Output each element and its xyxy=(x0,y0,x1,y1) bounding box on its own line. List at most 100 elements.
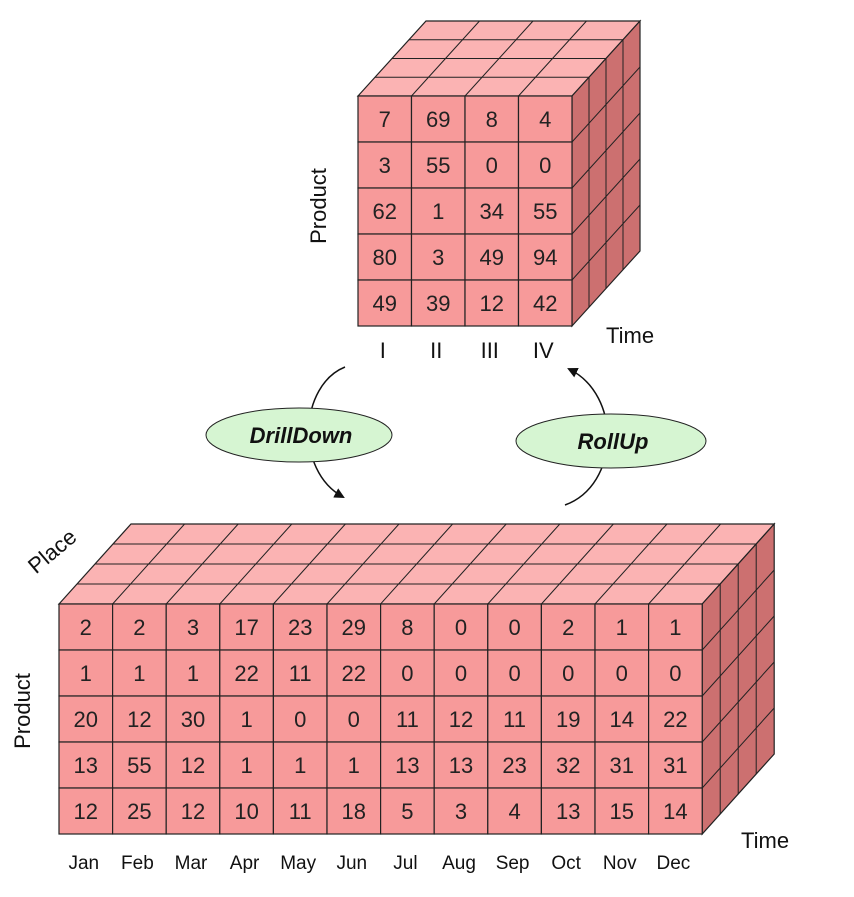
quarter-cell xyxy=(517,141,573,189)
month-side-row-line xyxy=(701,615,775,697)
month-tick-label: Aug xyxy=(442,853,476,874)
month-cell-value: 1 xyxy=(294,753,306,778)
month-cell xyxy=(540,741,596,789)
month-cell xyxy=(58,787,114,835)
month-cell xyxy=(647,787,703,835)
drilldown-ellipse xyxy=(205,407,393,463)
quarter-cell-value: 0 xyxy=(486,153,498,178)
month-cell xyxy=(433,741,489,789)
month-cell-value: 17 xyxy=(234,615,258,640)
month-cell xyxy=(165,603,221,651)
month-cell-value: 12 xyxy=(181,799,205,824)
month-cell-value: 0 xyxy=(401,661,413,686)
quarter-cell xyxy=(357,141,413,189)
month-cell-value: 0 xyxy=(508,661,520,686)
month-cell-value: 11 xyxy=(289,799,312,824)
month-cell-value: 32 xyxy=(556,753,580,778)
drilldown-button[interactable]: DrillDown xyxy=(205,407,393,463)
quarter-cell-value: 62 xyxy=(373,199,397,224)
month-cell-value: 20 xyxy=(74,707,98,732)
quarter-side-row-line xyxy=(571,158,641,235)
month-cell-value: 23 xyxy=(502,753,526,778)
month-tick-label: Oct xyxy=(551,853,581,874)
month-cell-value: 2 xyxy=(562,615,574,640)
month-cell-value: 0 xyxy=(455,615,467,640)
month-cell xyxy=(594,603,650,651)
month-cell-value: 31 xyxy=(610,753,634,778)
month-cell xyxy=(433,603,489,651)
quarter-cell-value: 69 xyxy=(426,107,450,132)
month-cell-value: 31 xyxy=(663,753,687,778)
month-cell-value: 12 xyxy=(74,799,98,824)
month-cell-value: 29 xyxy=(342,615,366,640)
bottom-product-axis-label: Product xyxy=(10,673,35,749)
quarter-cell xyxy=(517,95,573,143)
top-product-axis-label: Product xyxy=(306,168,331,244)
month-cell xyxy=(487,741,542,789)
month-cell xyxy=(647,741,703,789)
month-top-col-line xyxy=(165,523,239,605)
month-tick-label: Jul xyxy=(393,853,417,874)
month-cell-value: 0 xyxy=(294,707,306,732)
quarter-cell-value: 49 xyxy=(373,291,397,316)
olap-operations: DrillDown RollUp xyxy=(205,366,707,506)
month-cell-value: 0 xyxy=(508,615,520,640)
quarter-top-col-line xyxy=(411,20,480,97)
quarter-cell-value: 55 xyxy=(533,199,557,224)
month-cell-value: 4 xyxy=(508,799,520,824)
month-cell-value: 12 xyxy=(127,707,151,732)
quarter-tick-label: III xyxy=(481,338,499,363)
month-cell-value: 23 xyxy=(288,615,312,640)
quarter-side-row-line xyxy=(571,112,641,189)
month-cell-value: 1 xyxy=(80,661,92,686)
month-tick-label: Mar xyxy=(175,853,208,874)
month-cell xyxy=(219,787,275,835)
month-tick-label: Jan xyxy=(68,853,99,874)
month-cell-value: 3 xyxy=(187,615,199,640)
quarter-cell-value: 42 xyxy=(533,291,557,316)
quarter-tick-label: I xyxy=(380,338,386,363)
quarter-tick-label: IV xyxy=(533,338,554,363)
month-cell-value: 1 xyxy=(616,615,628,640)
month-cell xyxy=(272,695,328,743)
month-cell-value: 1 xyxy=(240,707,252,732)
drilldown-label: DrillDown xyxy=(250,423,353,448)
month-cell-value: 19 xyxy=(556,707,580,732)
month-tick-label: Feb xyxy=(121,853,154,874)
month-cell-value: 12 xyxy=(181,753,205,778)
rollup-button[interactable]: RollUp xyxy=(515,413,707,469)
quarter-cell-value: 0 xyxy=(539,153,551,178)
quarter-cell xyxy=(357,279,413,327)
month-cell-value: 1 xyxy=(348,753,360,778)
month-cell xyxy=(380,649,435,697)
quarter-cell xyxy=(464,279,520,327)
month-cell-value: 11 xyxy=(503,707,526,732)
month-top-col-line xyxy=(594,523,668,605)
quarter-cell-value: 12 xyxy=(480,291,504,316)
month-cell xyxy=(540,603,596,651)
quarter-cell xyxy=(410,187,466,235)
month-cell xyxy=(487,787,542,835)
quarter-cell-value: 49 xyxy=(480,245,504,270)
month-cell-value: 3 xyxy=(455,799,467,824)
month-cell-value: 1 xyxy=(240,753,252,778)
month-cell-value: 11 xyxy=(396,707,419,732)
month-cell xyxy=(219,603,275,651)
month-cell-value: 5 xyxy=(401,799,413,824)
month-cell-value: 2 xyxy=(80,615,92,640)
month-top-col-line xyxy=(648,523,721,605)
month-cell xyxy=(540,695,596,743)
month-cell-value: 0 xyxy=(348,707,360,732)
quarter-side-row-line xyxy=(571,204,641,281)
quarter-cell-value: 7 xyxy=(379,107,391,132)
month-cell xyxy=(433,787,489,835)
month-top-col-line xyxy=(112,523,185,605)
month-cell-value: 14 xyxy=(610,707,634,732)
monthly-cube-faces xyxy=(57,522,776,836)
month-cell xyxy=(111,787,167,835)
month-tick-label: Dec xyxy=(657,853,691,874)
